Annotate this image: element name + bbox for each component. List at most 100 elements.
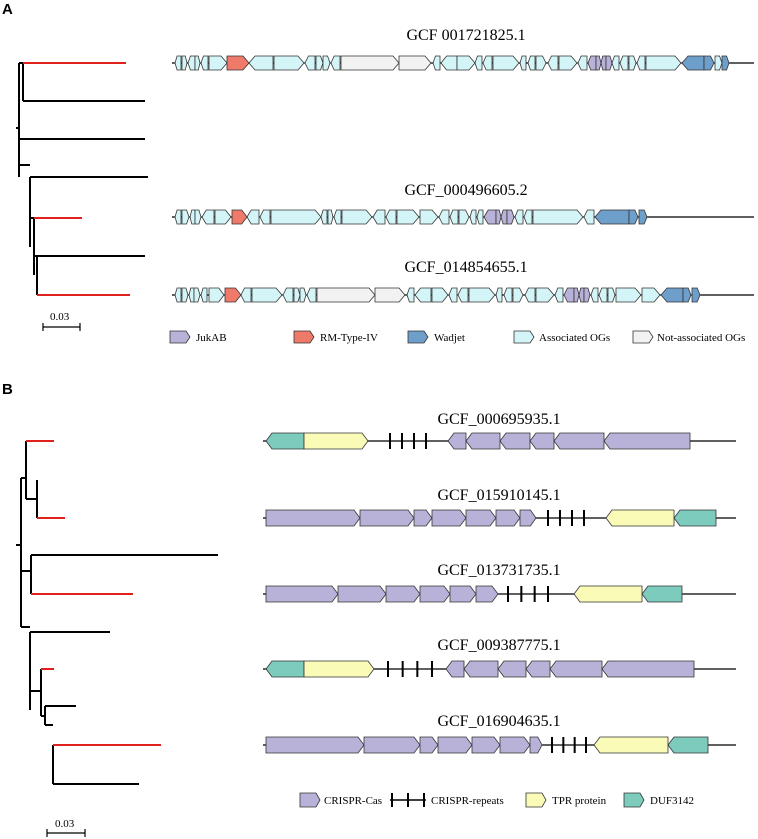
gene-arrow [506, 209, 515, 225]
gene-arrow [475, 585, 499, 603]
gene-arrow [316, 287, 376, 303]
gene-arrow [594, 209, 630, 225]
legend-swatch [632, 330, 654, 344]
gene-arrow [636, 55, 646, 71]
gene-arrow [524, 287, 536, 303]
gene-arrow [456, 55, 476, 71]
gene-arrow [437, 736, 473, 754]
gene-arrow [492, 55, 520, 71]
legend-swatch [623, 792, 645, 808]
gene-arrow [359, 509, 415, 527]
legend-swatch [293, 330, 315, 344]
gene-arrow [265, 660, 305, 678]
panel-a-tree [16, 62, 148, 296]
gene-arrow [549, 660, 603, 678]
legend-swatch [169, 330, 191, 344]
legend-item: DUF3142 [623, 792, 694, 808]
gene-track [172, 287, 754, 303]
track-label: GCF_000695935.1 [437, 411, 560, 428]
legend-label: DUF3142 [650, 795, 694, 807]
gene-arrow [251, 287, 283, 303]
legend-swatch [407, 330, 429, 344]
panel-a-label: A [2, 1, 13, 18]
gene-arrow [529, 432, 555, 450]
gene-arrow [306, 287, 317, 303]
gene-arrow [573, 585, 643, 603]
gene-arrow [465, 509, 497, 527]
gene-arrow [440, 55, 458, 71]
track-label: GCF_015910145.1 [437, 487, 560, 504]
gene-arrow [385, 209, 397, 225]
gene-arrow [499, 736, 531, 754]
legend-label: Associated OGs [539, 332, 610, 344]
gene-arrow [660, 287, 684, 303]
gene-arrow [500, 209, 508, 225]
gene-arrow [293, 287, 301, 303]
gene-arrow [273, 55, 305, 71]
panel-b-scale-label: 0.03 [55, 818, 75, 830]
gene-arrow [703, 55, 715, 71]
gene-arrow [414, 287, 432, 303]
gene-arrow [600, 55, 607, 71]
gene-arrow [628, 55, 637, 71]
legend-item: CRISPR-Cas [299, 792, 382, 808]
legend-swatch [525, 792, 547, 808]
gene-arrow [419, 209, 439, 225]
gene-arrow [499, 432, 531, 450]
legend-item: TPR protein [525, 792, 607, 808]
legend-item: RM-Type-IV [293, 330, 378, 344]
gene-arrow [303, 432, 369, 450]
gene-arrow [590, 287, 599, 303]
gene-arrow [463, 660, 499, 678]
gene-arrow [265, 509, 361, 527]
gene-arrow [503, 287, 513, 303]
legend-label: CRISPR-repeats [431, 795, 504, 807]
gene-arrow [200, 55, 209, 71]
gene-arrow [315, 55, 324, 71]
gene-arrow [523, 209, 533, 225]
legend-item: Associated OGs [513, 330, 610, 344]
gene-arrow [431, 509, 467, 527]
gene-arrow [322, 55, 331, 71]
gene-arrow [476, 209, 484, 225]
legend-item: CRISPR-repeats [390, 793, 504, 807]
gene-arrow [304, 55, 316, 71]
gene-arrow [468, 287, 496, 303]
gene-arrow [431, 287, 449, 303]
gene-arrow [194, 209, 202, 225]
gene-arrow [593, 736, 669, 754]
gene-arrow [458, 209, 470, 225]
gene-arrow [447, 432, 467, 450]
gene-track [263, 585, 736, 603]
gene-arrow [497, 660, 527, 678]
gene-arrow [330, 55, 341, 71]
gene-arrow [578, 287, 585, 303]
gene-arrow [714, 55, 723, 71]
gene-arrow [471, 736, 501, 754]
legend-label: CRISPR-Cas [324, 795, 382, 807]
gene-arrow [187, 55, 196, 71]
legend-label: Wadjet [434, 332, 465, 344]
track-label: GCF_016904635.1 [437, 713, 560, 730]
gene-arrow [495, 209, 502, 225]
gene-track [263, 736, 736, 754]
gene-arrow [432, 55, 441, 71]
gene-arrow [611, 55, 620, 71]
gene-arrow [474, 55, 483, 71]
track-label: GCF_000496605.2 [404, 182, 527, 199]
track-label: GCF_009387775.1 [437, 637, 560, 654]
gene-arrow [240, 287, 252, 303]
gene-arrow [181, 55, 188, 71]
gene-arrow [282, 287, 294, 303]
panel-b-label: B [2, 381, 13, 398]
gene-arrow [337, 585, 387, 603]
gene-arrow [201, 209, 215, 225]
gene-track [263, 432, 736, 450]
gene-arrow [445, 660, 465, 678]
gene-arrow [457, 287, 469, 303]
gene-arrow [299, 287, 307, 303]
gene-arrow [554, 287, 564, 303]
gene-arrow [398, 55, 432, 71]
gene-arrow [514, 209, 524, 225]
